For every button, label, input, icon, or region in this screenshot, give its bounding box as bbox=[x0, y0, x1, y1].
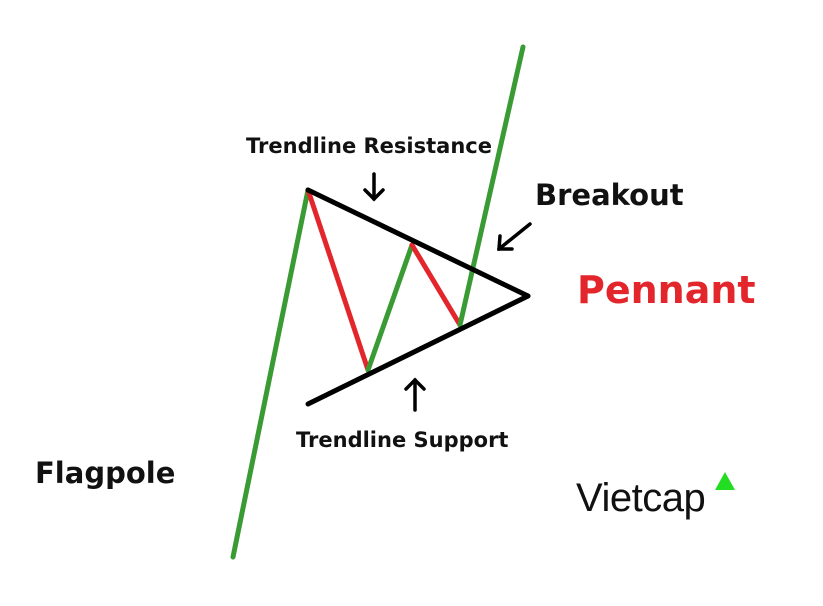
resistance-label: Trendline Resistance bbox=[246, 134, 492, 158]
vietcap-logo: Vietcap bbox=[576, 476, 706, 520]
pennant-title: Pennant bbox=[577, 268, 756, 312]
down-swing-2 bbox=[409, 242, 463, 328]
down-arrow-icon bbox=[363, 172, 385, 202]
breakout-arrow-icon bbox=[497, 222, 532, 251]
flagpole-label: Flagpole bbox=[35, 456, 176, 490]
up-arrow-icon bbox=[404, 377, 426, 412]
up-swing-1 bbox=[365, 242, 415, 373]
down-swing-1 bbox=[305, 187, 371, 373]
flagpole-line bbox=[230, 187, 311, 560]
breakout-label: Breakout bbox=[535, 178, 684, 212]
resistance-line bbox=[305, 187, 531, 299]
breakout-line bbox=[457, 44, 526, 328]
support-line bbox=[305, 293, 531, 407]
logo-triangle-icon bbox=[715, 472, 735, 490]
support-label: Trendline Support bbox=[296, 428, 509, 452]
